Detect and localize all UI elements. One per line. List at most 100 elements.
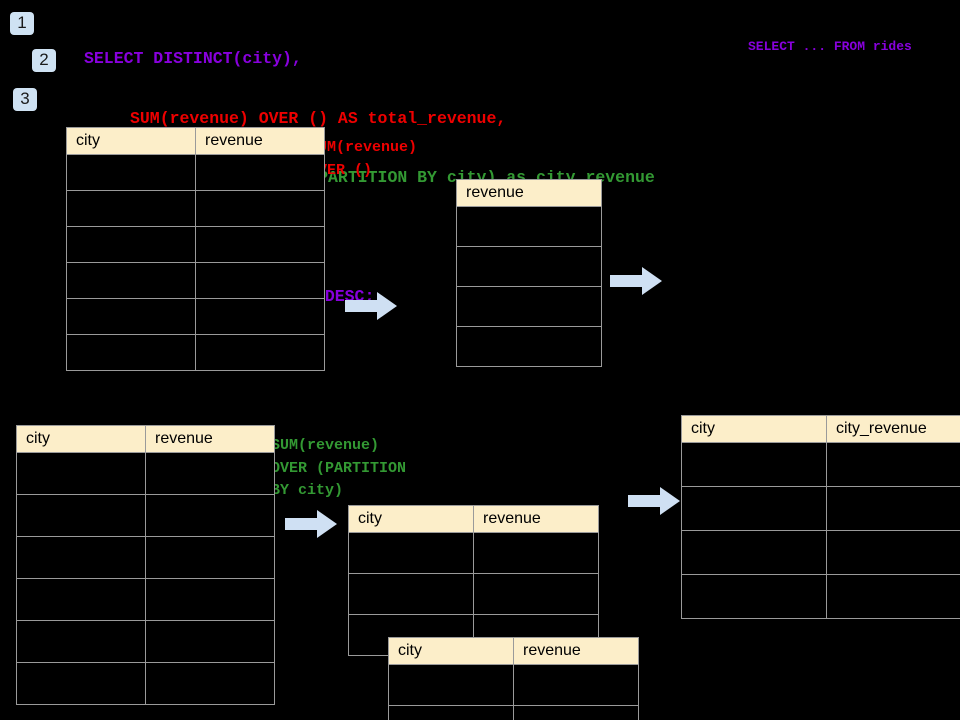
cell [145,662,275,705]
table-row [66,298,325,335]
sql-line-1: SELECT DISTINCT(city), [84,49,302,68]
cell [681,574,827,619]
arrow-source-to-partition-icon [285,510,337,538]
table-row [456,326,602,367]
table-row [16,620,275,663]
cell [16,620,146,663]
cell [195,154,325,191]
table-row [681,442,960,487]
table-row [16,452,275,495]
column-header-revenue: revenue [195,127,325,155]
column-header-city: city [388,637,514,665]
table-row [16,494,275,537]
cell [195,334,325,371]
cell [16,494,146,537]
cell [456,286,602,327]
cell [826,486,960,531]
table-row [388,705,639,720]
column-header-city: city [348,505,474,533]
cell [145,452,275,495]
cell [66,190,196,227]
cell [473,573,599,615]
source-rides-table-partitioned: city revenue [16,425,275,705]
cell [195,298,325,335]
cell [66,334,196,371]
table-header-row: revenue [456,179,602,207]
cell [66,226,196,263]
table-row [66,190,325,227]
arrow-total-to-result-icon [610,267,662,295]
cell [388,705,514,720]
cell [16,536,146,579]
step-badge-3: 3 [13,88,37,111]
column-header-revenue: revenue [513,637,639,665]
table-row [456,246,602,287]
cell [826,442,960,487]
column-header-city-revenue: city_revenue [826,415,960,443]
sql-line-2: SUM(revenue) OVER () AS total_revenue, [130,108,507,128]
partition-group-table-front: city revenue [388,637,639,720]
column-header-city: city [66,127,196,155]
source-rides-table: city revenue [66,127,325,371]
cell [66,262,196,299]
cell [513,705,639,720]
table-row [456,206,602,247]
cell [681,486,827,531]
cell [66,154,196,191]
cell [388,664,514,706]
cell [195,226,325,263]
table-row [66,226,325,263]
cell [16,452,146,495]
city-revenue-annotation: SUM(revenue) OVER (PARTITION BY city) [271,437,407,499]
column-header-city: city [16,425,146,453]
cell [513,664,639,706]
total-revenue-annotation: SUM(revenue) OVER () [309,139,418,179]
cell [16,662,146,705]
cell [473,532,599,574]
table-header-row: city revenue [16,425,275,453]
table-row [681,530,960,575]
table-row [388,664,639,706]
cell [145,494,275,537]
cell [145,578,275,621]
table-row [456,286,602,327]
partition-group-table-back: city revenue [348,505,599,656]
table-row [16,662,275,705]
table-header-row: city revenue [388,637,639,665]
table-row [348,532,599,574]
cell [456,246,602,287]
table-row [66,334,325,371]
cell [348,573,474,615]
cell [195,262,325,299]
cell [145,620,275,663]
table-row [681,574,960,619]
table-row [66,154,325,191]
result-city-revenue-table: city city_revenue [681,415,960,619]
step-badge-2: 2 [32,49,56,72]
cell [681,442,827,487]
cell [826,530,960,575]
table-row [66,262,325,299]
table-header-row: city revenue [66,127,325,155]
table-row [16,536,275,579]
select-from-rides-note: SELECT ... FROM rides [748,39,912,54]
cell [456,326,602,367]
cell [145,536,275,579]
column-header-city: city [681,415,827,443]
total-revenue-table: revenue [456,179,602,367]
table-row [16,578,275,621]
cell [456,206,602,247]
arrow-source-to-total-icon [345,292,397,320]
column-header-revenue: revenue [456,179,602,207]
cell [826,574,960,619]
step-badge-1: 1 [10,12,34,35]
table-row [681,486,960,531]
cell [16,578,146,621]
arrow-partition-to-result-icon [628,487,680,515]
cell [681,530,827,575]
column-header-revenue: revenue [473,505,599,533]
table-header-row: city revenue [348,505,599,533]
table-row [348,573,599,615]
cell [348,532,474,574]
